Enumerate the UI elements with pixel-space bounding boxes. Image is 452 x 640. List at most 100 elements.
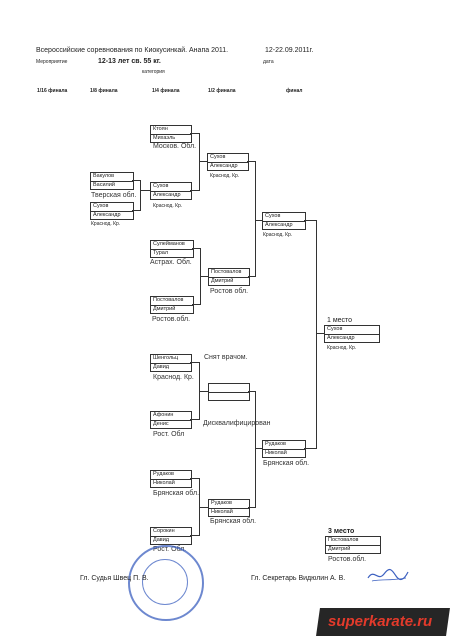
bracket-line bbox=[192, 248, 200, 249]
document-dates: 12-22.09.2011г. bbox=[265, 47, 314, 54]
bracket-line bbox=[200, 276, 208, 277]
region-label: Москов. Обл. bbox=[153, 143, 197, 150]
bracket-line bbox=[255, 448, 262, 449]
region-label: Ростов обл. bbox=[210, 288, 249, 295]
bracket-slot-q1a: Ктоян Михаэль bbox=[150, 125, 192, 143]
bracket-line bbox=[304, 220, 316, 221]
fighter-firstname: Александр bbox=[153, 192, 181, 198]
fighter-surname: Постовалов bbox=[328, 537, 359, 543]
fighter-firstname: Александр bbox=[93, 212, 121, 218]
bracket-slot-q3b: Афонин Денис bbox=[150, 411, 192, 429]
watermark-text: superkarate.ru bbox=[328, 613, 433, 630]
fighter-surname: Сухов bbox=[265, 213, 281, 219]
region-label: Рост. Обл bbox=[153, 431, 185, 438]
bracket-slot-r8a: Вакулов Василий bbox=[90, 172, 134, 190]
bracket-line bbox=[199, 507, 208, 508]
round-header-1-4: 1/4 финала bbox=[152, 88, 180, 94]
fighter-firstname: Дмитрий bbox=[328, 546, 351, 552]
fighter-firstname: Дмитрий bbox=[211, 278, 234, 284]
bracket-line bbox=[199, 391, 208, 392]
fighter-firstname: Василий bbox=[93, 182, 115, 188]
region-label: Ростов.обл. bbox=[328, 556, 367, 563]
bracket-line bbox=[248, 276, 255, 277]
region-label: Брянская обл. bbox=[153, 490, 200, 497]
fighter-firstname: Николай bbox=[211, 509, 233, 515]
fighter-surname: Афонин bbox=[153, 412, 174, 418]
third-place-label: 3 место bbox=[328, 528, 355, 535]
bracket-line bbox=[190, 362, 199, 363]
first-place-label: 1 место bbox=[327, 317, 353, 324]
date-label: дата bbox=[263, 59, 274, 65]
fighter-surname: Рудаков bbox=[265, 441, 286, 447]
bracket-slot-r8b: Сухов Александр bbox=[90, 202, 134, 220]
fighter-firstname: Александр bbox=[327, 335, 355, 341]
bracket-slot-q2b: Постовалов Дмитрий bbox=[150, 296, 194, 314]
round-header-1-2: 1/2 финала bbox=[208, 88, 236, 94]
bracket-line bbox=[199, 133, 200, 191]
region-label: Краснод. Кр. bbox=[327, 345, 357, 351]
chief-judge-signature-line: Гл. Судья Швец П. В. bbox=[80, 575, 149, 582]
fighter-firstname: Давид bbox=[153, 364, 169, 370]
region-label: Краснод. Кр. bbox=[153, 203, 183, 209]
bracket-slot-semi1: Сухов Александр bbox=[262, 212, 306, 230]
disqualified-note: Дисквалифицирован bbox=[203, 420, 271, 427]
region-label: Тверская обл. bbox=[91, 192, 137, 199]
bracket-line bbox=[140, 180, 141, 211]
fighter-firstname: Николай bbox=[153, 480, 175, 486]
bracket-slot-s3a bbox=[208, 383, 250, 401]
fighter-surname: Сулейманов bbox=[153, 241, 185, 247]
round-header-final: финал bbox=[286, 88, 303, 94]
region-label: Ростов.обл. bbox=[152, 316, 191, 323]
fighter-firstname: Александр bbox=[210, 163, 238, 169]
bracket-slot-s4b: Рудаков Николай bbox=[208, 499, 250, 517]
region-label: Краснод. Кр. bbox=[153, 374, 194, 381]
fighter-firstname: Николай bbox=[265, 450, 287, 456]
bracket-line bbox=[140, 190, 150, 191]
fighter-surname: Шенгольц bbox=[153, 355, 179, 361]
bracket-line bbox=[316, 333, 324, 334]
bracket-line bbox=[248, 507, 255, 508]
bracket-slot-semi2: Рудаков Николай bbox=[262, 440, 306, 458]
fighter-surname: Сорокин bbox=[153, 528, 175, 534]
fighter-surname: Вакулов bbox=[93, 173, 115, 179]
bracket-line bbox=[190, 190, 199, 191]
fighter-surname: Рудаков bbox=[211, 500, 232, 506]
bracket-line bbox=[199, 161, 207, 162]
bracket-slot-s1a: Сухов Александр bbox=[207, 153, 249, 171]
region-label: Брянская обл. bbox=[210, 518, 257, 525]
category-label: категория bbox=[142, 69, 165, 75]
round-header-1-16: 1/16 финала bbox=[37, 88, 68, 94]
bracket-line bbox=[132, 210, 140, 211]
bracket-slot-third-place: Постовалов Дмитрий bbox=[325, 536, 381, 554]
fighter-surname: Сухов bbox=[210, 154, 226, 160]
bracket-line bbox=[190, 478, 199, 479]
bracket-slot-q3a: Шенгольц Давид bbox=[150, 354, 192, 372]
chief-secretary-signature-line: Гл. Секретарь Видюлин А. В. bbox=[251, 575, 346, 582]
bracket-line bbox=[316, 220, 317, 449]
organization-seal bbox=[128, 545, 204, 621]
bracket-slot-first-place: Сухов Александр bbox=[324, 325, 380, 343]
fighter-firstname: Дмитрий bbox=[153, 306, 176, 312]
fighter-firstname: Давид bbox=[153, 537, 169, 543]
secretary-signature-scribble bbox=[367, 568, 409, 582]
region-label: Краснод. Кр. bbox=[210, 173, 240, 179]
bracket-line bbox=[255, 161, 256, 277]
round-header-1-8: 1/8 финала bbox=[90, 88, 118, 94]
fighter-surname: Сухов bbox=[93, 203, 109, 209]
bracket-slot-s2a: Постовалов Дмитрий bbox=[208, 268, 250, 286]
fighter-firstname: Турал bbox=[153, 250, 169, 256]
bracket-line bbox=[304, 448, 316, 449]
region-label: Астрах. Обл. bbox=[150, 259, 192, 266]
bracket-line bbox=[255, 220, 262, 221]
bracket-line bbox=[192, 304, 200, 305]
removed-note: Снят врачом. bbox=[204, 354, 248, 361]
region-label: Брянская обл. bbox=[263, 460, 310, 467]
event-label: Мероприятие bbox=[36, 59, 68, 65]
fighter-surname: Постовалов bbox=[211, 269, 242, 275]
fighter-surname: Постовалов bbox=[153, 297, 184, 303]
fighter-surname: Сухов bbox=[327, 326, 343, 332]
bracket-slot-q1b: Сухов Александр bbox=[150, 182, 192, 200]
document-title: Всероссийские соревнования по Киокусинка… bbox=[36, 47, 229, 54]
region-label: Краснод. Кр. bbox=[263, 232, 293, 238]
bracket-line bbox=[132, 180, 140, 181]
